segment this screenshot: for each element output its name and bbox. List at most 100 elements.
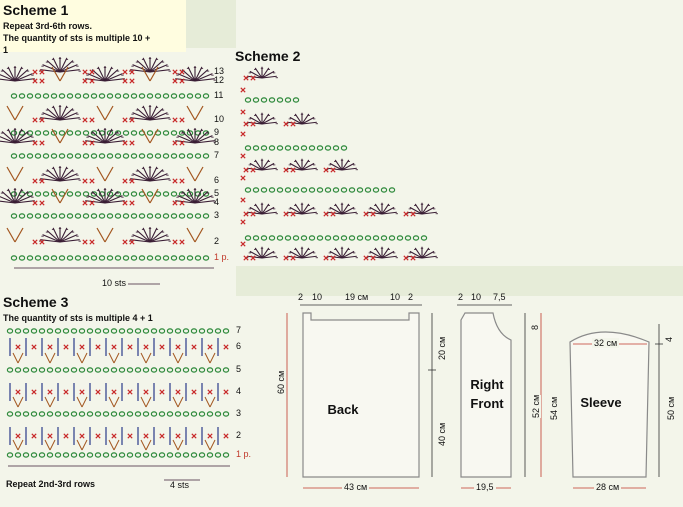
chain-stitch-mark: [162, 191, 170, 197]
fan-stitch-mark: [249, 70, 263, 79]
fan-stitch-mark: [14, 195, 33, 204]
fan-stitch-mark: [104, 69, 119, 82]
chain-stitch-mark: [260, 145, 268, 151]
fan-stitch-mark: [149, 234, 168, 243]
scheme1-row-number: 11: [214, 90, 224, 100]
chain-stitch-mark: [78, 328, 86, 334]
fan-stitch-mark: [194, 135, 213, 144]
single-crochet-mark: [32, 239, 38, 245]
fan-stitch-mark: [181, 69, 196, 82]
chain-stitch-mark: [260, 97, 268, 103]
scheme1-row-number: 9: [214, 127, 220, 137]
chain-stitch-mark: [26, 255, 34, 261]
v-stitch-mark: [96, 227, 106, 243]
fan-stitch-mark: [341, 255, 357, 259]
chain-stitch-mark: [42, 130, 50, 136]
single-crochet-mark: [129, 78, 135, 84]
single-crochet-mark: [240, 153, 246, 159]
fan-stitch-mark: [136, 230, 151, 243]
chain-stitch-mark: [138, 213, 146, 219]
chain-stitch-mark: [82, 130, 90, 136]
fan-stitch-mark: [381, 206, 395, 215]
chain-stitch-mark: [170, 213, 178, 219]
chain-stitch-mark: [182, 367, 190, 373]
single-crochet-mark: [39, 140, 45, 146]
chain-stitch-mark: [380, 187, 388, 193]
scheme1-row-number: 5: [214, 188, 220, 198]
v-stitch-mark: [149, 66, 159, 82]
scheme3-row-number: 1 p.: [236, 449, 252, 459]
v-stitch-mark: [140, 396, 147, 408]
single-crochet-mark: [172, 140, 178, 146]
chain-stitch-mark: [292, 145, 300, 151]
single-crochet-mark: [129, 239, 135, 245]
fan-stitch-mark: [341, 167, 357, 171]
chain-stitch-mark: [98, 93, 106, 99]
fan-stitch-mark: [91, 131, 106, 144]
single-crochet-mark: [15, 389, 21, 395]
v-stitch-mark: [177, 439, 184, 451]
chain-stitch-mark: [364, 235, 372, 241]
single-crochet-mark: [47, 344, 53, 350]
fan-stitch-mark: [149, 169, 164, 182]
single-crochet-mark: [207, 389, 213, 395]
scheme3-row-number: 5: [236, 364, 242, 374]
v-stitch-mark: [96, 105, 106, 121]
fan-stitch-mark: [87, 135, 106, 144]
chain-stitch-mark: [186, 130, 194, 136]
chain-stitch-mark: [130, 153, 138, 159]
fan-stitch-mark: [104, 195, 123, 204]
v-stitch-mark: [6, 105, 16, 121]
fan-stitch-mark: [261, 250, 275, 259]
single-crochet-mark: [175, 389, 181, 395]
chain-stitch-mark: [74, 191, 82, 197]
fan-stitch-mark: [149, 108, 164, 121]
single-crochet-mark: [283, 121, 289, 127]
chain-stitch-mark: [38, 452, 46, 458]
single-crochet-mark: [95, 389, 101, 395]
single-crochet-mark: [82, 69, 88, 75]
chain-stitch-mark: [54, 328, 62, 334]
chain-stitch-mark: [324, 187, 332, 193]
chain-stitch-mark: [26, 191, 34, 197]
fan-stitch-mark: [187, 66, 196, 82]
v-stitch-mark: [172, 352, 179, 364]
fan-stitch-mark: [87, 195, 106, 204]
v-stitch-mark: [17, 352, 24, 364]
single-crochet-mark: [32, 78, 38, 84]
fan-stitch-mark: [142, 57, 151, 73]
v-stitch-mark: [17, 439, 24, 451]
fan-stitch-mark: [1, 191, 16, 204]
chain-stitch-mark: [150, 411, 158, 417]
back-bottom-dim: 43 см: [342, 482, 370, 492]
fan-stitch-mark: [329, 162, 343, 171]
single-crochet-mark: [63, 389, 69, 395]
chain-stitch-mark: [252, 187, 260, 193]
chain-stitch-mark: [178, 93, 186, 99]
chain-stitch-mark: [154, 153, 162, 159]
chain-stitch-mark: [82, 255, 90, 261]
chain-stitch-mark: [190, 328, 198, 334]
v-stitch-mark: [14, 166, 24, 182]
chain-stitch-mark: [110, 367, 118, 373]
chain-stitch-mark: [50, 130, 58, 136]
fan-stitch-mark: [97, 66, 106, 82]
chain-stitch-mark: [198, 367, 206, 373]
fan-stitch-mark: [421, 255, 437, 259]
single-crochet-mark: [39, 200, 45, 206]
fan-stitch-mark: [177, 135, 196, 144]
fan-stitch-mark: [421, 206, 435, 215]
chain-stitch-mark: [30, 452, 38, 458]
v-stitch-mark: [140, 439, 147, 451]
fan-stitch-mark: [341, 211, 357, 215]
chain-stitch-mark: [146, 213, 154, 219]
fan-stitch-mark: [175, 78, 196, 82]
fan-stitch-mark: [132, 173, 151, 182]
chain-stitch-mark: [300, 145, 308, 151]
fan-stitch-mark: [149, 117, 170, 121]
chain-stitch-mark: [18, 213, 26, 219]
single-crochet-mark: [243, 75, 249, 81]
chain-stitch-mark: [58, 153, 66, 159]
chain-stitch-mark: [162, 213, 170, 219]
